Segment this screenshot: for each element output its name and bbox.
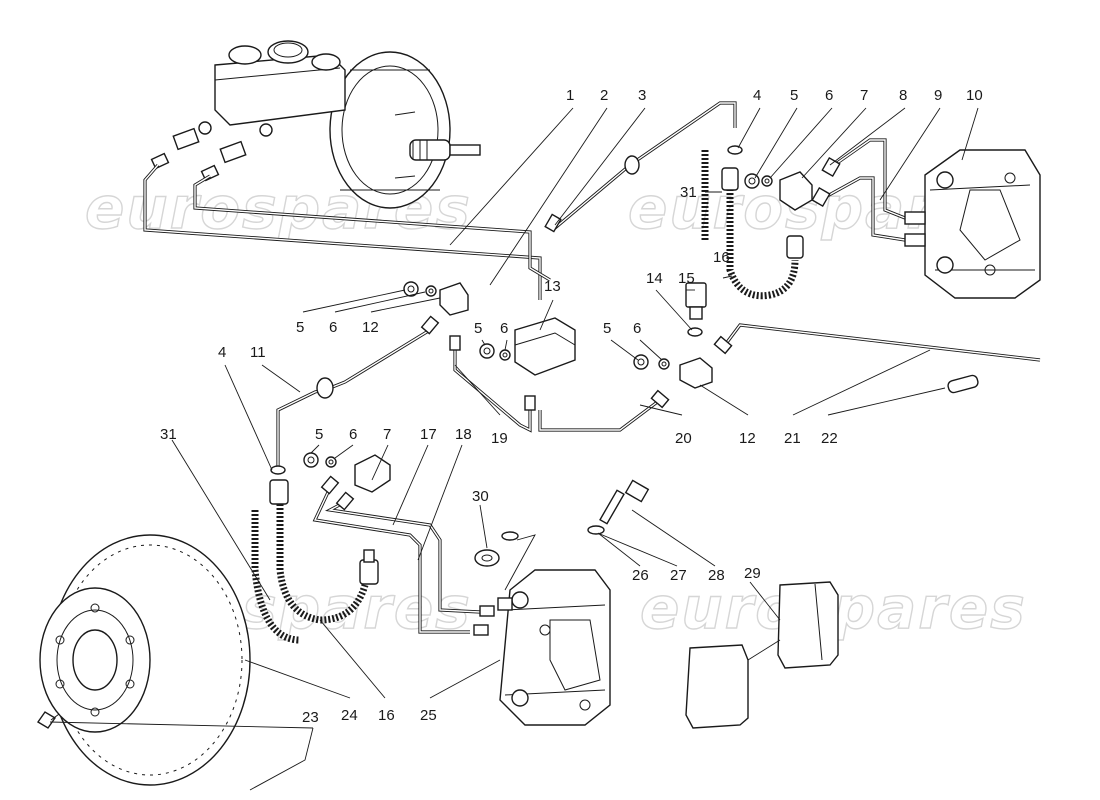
callout-6-left: 6 [329, 319, 337, 336]
callout-5-right: 5 [603, 320, 611, 337]
callout-31-top: 31 [680, 184, 697, 201]
callout-6-right: 6 [633, 320, 641, 337]
brake-pads [685, 581, 839, 729]
callout-26: 26 [632, 567, 649, 584]
callout-5-top: 5 [790, 87, 798, 104]
callout-30: 30 [472, 488, 489, 505]
callout-19: 19 [491, 430, 508, 447]
callout-18: 18 [455, 426, 472, 443]
callout-31-bottom: 31 [160, 426, 177, 443]
callout-23: 23 [302, 709, 319, 726]
callout-16-top: 16 [713, 249, 730, 266]
callout-22: 22 [821, 430, 838, 447]
callout-2: 2 [600, 87, 608, 104]
callout-6-top: 6 [825, 87, 833, 104]
callout-16-bottom: 16 [378, 707, 395, 724]
callout-15: 15 [678, 270, 695, 287]
callout-13: 13 [544, 278, 561, 295]
callout-5-left: 5 [296, 319, 304, 336]
callout-10: 10 [966, 87, 983, 104]
callout-6-bottom: 6 [349, 426, 357, 443]
callout-28: 28 [708, 567, 725, 584]
callout-4-top: 4 [753, 87, 761, 104]
callout-29: 29 [744, 565, 761, 582]
flexible-hoses [251, 150, 804, 644]
callout-27: 27 [670, 567, 687, 584]
master-cylinder-servo [150, 40, 481, 209]
callout-25: 25 [420, 707, 437, 724]
callout-7-top: 7 [860, 87, 868, 104]
callout-21: 21 [784, 430, 801, 447]
caliper-left [497, 569, 611, 726]
callout-6-mid: 6 [500, 320, 508, 337]
callout-5-mid: 5 [474, 320, 482, 337]
callout-1: 1 [566, 87, 574, 104]
caliper-right [904, 149, 1041, 299]
callout-14: 14 [646, 270, 663, 287]
callout-7-bottom: 7 [383, 426, 391, 443]
callout-5-bottom: 5 [315, 426, 323, 443]
callout-24: 24 [341, 707, 358, 724]
fittings [36, 145, 979, 729]
callout-3: 3 [638, 87, 646, 104]
callout-12-left: 12 [362, 319, 379, 336]
callout-4-left: 4 [218, 344, 226, 361]
callout-9: 9 [934, 87, 942, 104]
callout-20: 20 [675, 430, 692, 447]
leader-lines [49, 107, 979, 791]
brake-pipes [143, 101, 1041, 634]
callout-11: 11 [250, 344, 266, 361]
callout-8: 8 [899, 87, 907, 104]
callout-labels: 1 2 3 4 5 6 7 8 9 10 31 13 14 15 16 5 6 … [160, 87, 983, 726]
callout-12-right: 12 [739, 430, 756, 447]
callout-17: 17 [420, 426, 437, 443]
brake-disc [39, 534, 251, 786]
